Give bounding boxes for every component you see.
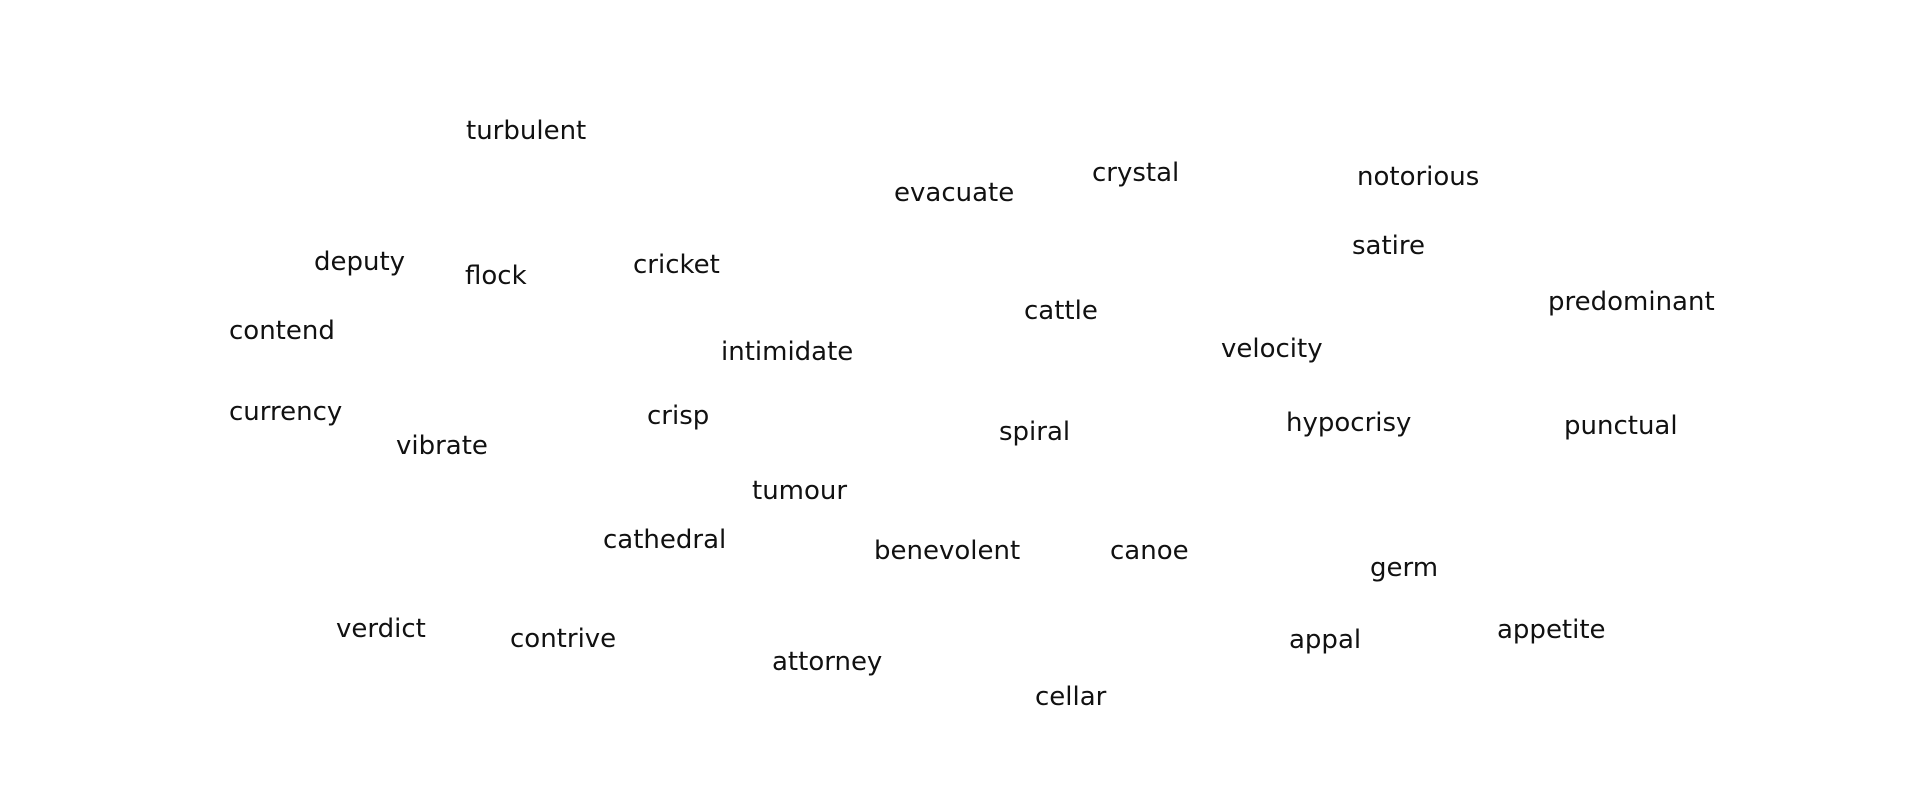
word-cricket: cricket: [633, 250, 720, 280]
word-attorney: attorney: [772, 647, 883, 677]
word-intimidate: intimidate: [721, 337, 854, 367]
word-cellar: cellar: [1035, 682, 1107, 712]
word-satire: satire: [1352, 231, 1426, 261]
word-hypocrisy: hypocrisy: [1286, 408, 1412, 438]
word-appal: appal: [1289, 625, 1362, 655]
word-crisp: crisp: [647, 401, 710, 431]
word-benevolent: benevolent: [874, 536, 1021, 566]
word-velocity: velocity: [1221, 334, 1323, 364]
word-predominant: predominant: [1548, 287, 1715, 317]
word-turbulent: turbulent: [466, 116, 587, 146]
word-notorious: notorious: [1357, 162, 1480, 192]
word-deputy: deputy: [314, 247, 406, 277]
word-crystal: crystal: [1092, 158, 1180, 188]
word-canoe: canoe: [1110, 536, 1189, 566]
word-verdict: verdict: [336, 614, 426, 644]
word-punctual: punctual: [1564, 411, 1678, 441]
word-spiral: spiral: [999, 417, 1071, 447]
word-flock: flock: [465, 261, 527, 291]
word-germ: germ: [1370, 553, 1439, 583]
word-vibrate: vibrate: [396, 431, 488, 461]
word-cattle: cattle: [1024, 296, 1098, 326]
word-contend: contend: [229, 316, 335, 346]
word-appetite: appetite: [1497, 615, 1606, 645]
word-tumour: tumour: [752, 476, 848, 506]
word-cathedral: cathedral: [603, 525, 727, 555]
word-currency: currency: [229, 397, 343, 427]
word-contrive: contrive: [510, 624, 617, 654]
word-evacuate: evacuate: [894, 178, 1015, 208]
